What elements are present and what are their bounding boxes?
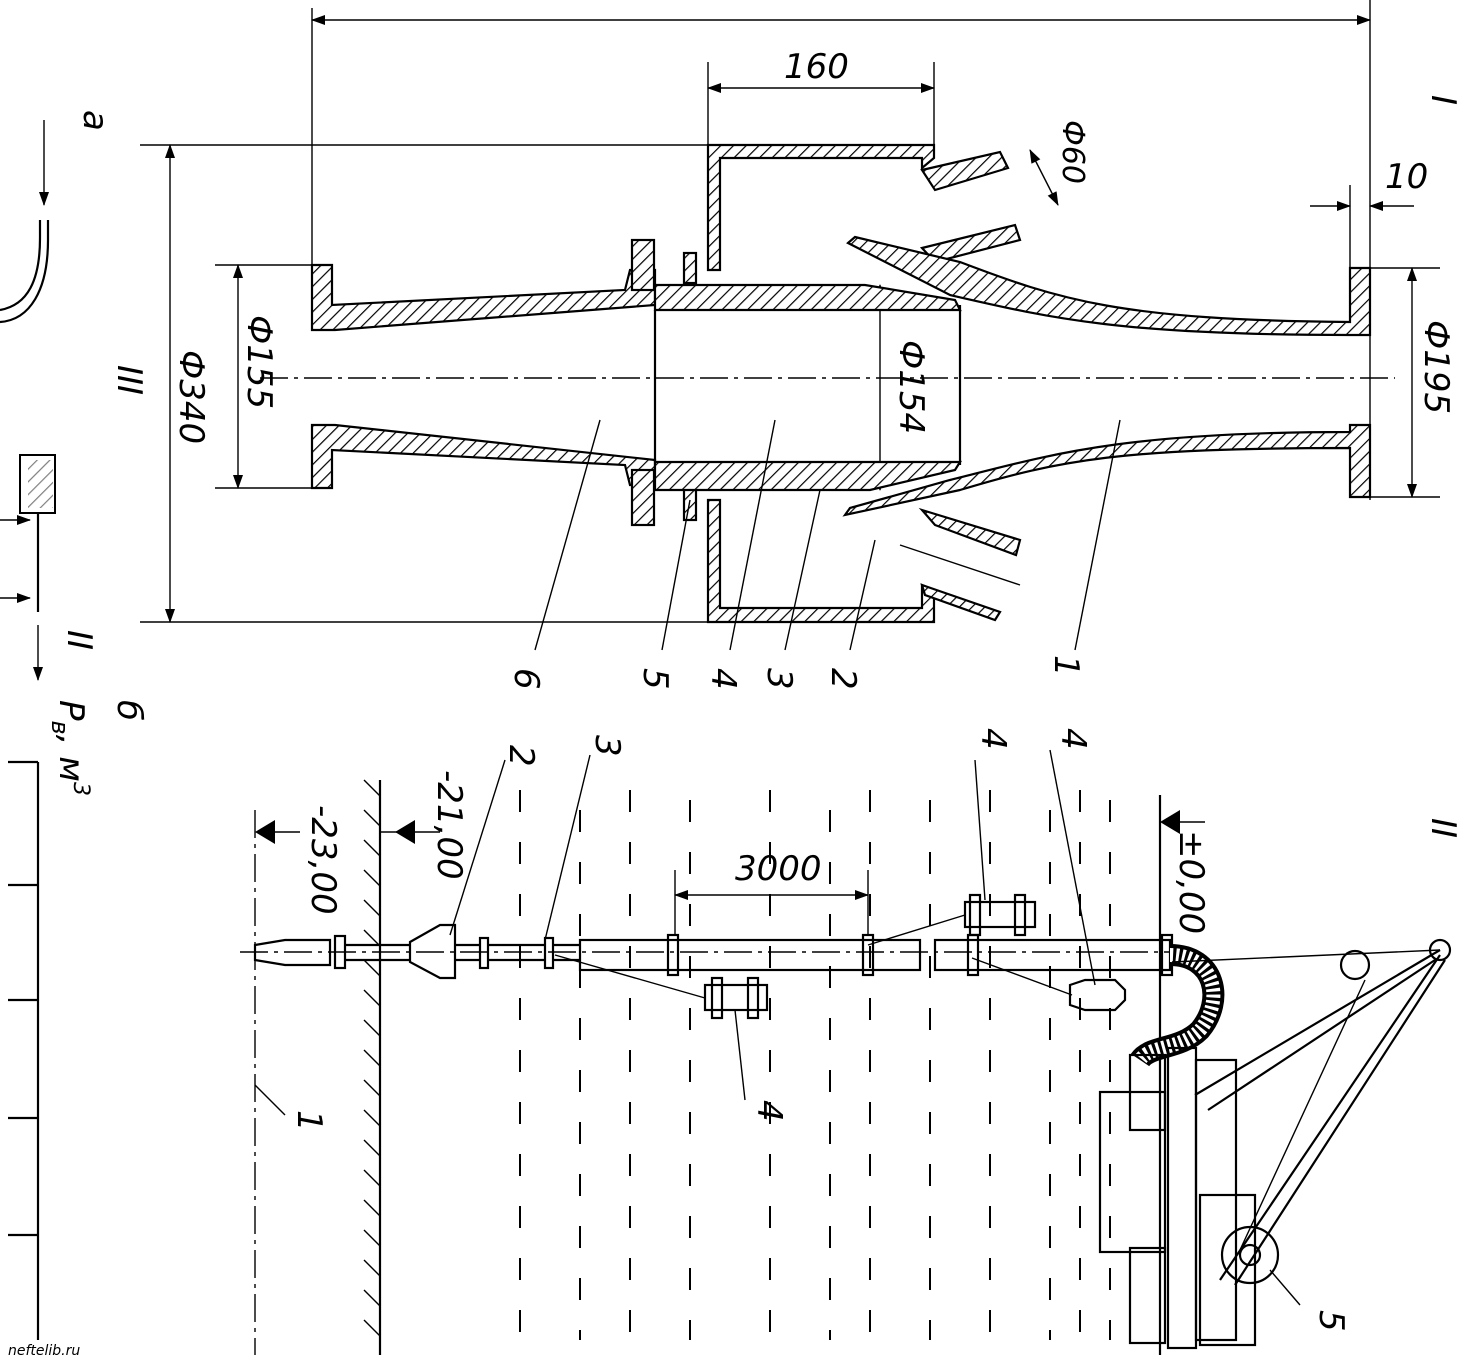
part-b-3-label: 3	[587, 735, 627, 757]
seabed-hatching	[363, 779, 381, 1337]
panel-a-labels: а III II I 160 10 Ф60 Ф155 Ф340 Ф154 Ф19…	[59, 47, 1463, 690]
part-1-nozzle-lower	[842, 423, 1372, 517]
water-hatching	[519, 790, 1111, 1340]
section-II-label: II	[59, 630, 99, 650]
part-4-mixing-tube-upper	[653, 283, 962, 312]
part-2-label: 2	[823, 668, 863, 690]
part-1-nozzle-upper	[846, 235, 1372, 337]
winch-5	[1220, 1225, 1280, 1285]
barge-hull	[1166, 1046, 1198, 1350]
float-4-anchor	[971, 749, 1127, 1012]
part-6-diffuser-upper	[310, 263, 657, 332]
panel-b-labels: б Pв, м3 II -23,00 -21,00 ±0,00 3000 2 3…	[8, 700, 1463, 1359]
svg-text:Pв, м3: Pв, м3	[46, 700, 93, 796]
float-4-lower	[554, 954, 769, 1101]
part-b-4c-label: 4	[1053, 728, 1093, 750]
elevation-minus-23: -23,00	[303, 805, 343, 915]
dimension-phi60: Ф60	[1055, 120, 1090, 184]
dimension-phi154: Ф154	[891, 340, 931, 434]
part-4-label: 4	[703, 668, 743, 690]
panel-a-label: а	[75, 110, 115, 131]
dimension-phi155: Ф155	[239, 315, 279, 409]
part-b-5-label: 5	[1311, 1310, 1351, 1332]
engine-block	[1098, 1090, 1167, 1254]
installation-scheme	[8, 749, 1452, 1355]
suction-head	[253, 938, 332, 967]
elevation-minus-21: -21,00	[429, 770, 469, 880]
part-4-mixing-tube-lower	[653, 460, 962, 492]
pulley-upper	[1339, 949, 1371, 981]
part-b-1-label: 1	[289, 1110, 329, 1132]
part-6-label: 6	[506, 668, 546, 690]
pv-axis-label: Pв, м3	[46, 700, 93, 796]
panel-b-label: б	[109, 700, 149, 721]
ejector-2	[408, 923, 457, 980]
dimension-3000: 3000	[735, 849, 822, 889]
part-6-diffuser-lower	[310, 423, 657, 490]
part-2-chamber-lower	[706, 498, 936, 624]
part-1-label: 1	[1046, 655, 1086, 677]
part-2-chamber-upper	[706, 143, 936, 272]
section-III-label: III	[109, 365, 149, 395]
part-5-label: 5	[635, 668, 675, 690]
part-3-label: 3	[759, 668, 799, 690]
float-4-upper	[867, 759, 1037, 946]
dimension-phi195: Ф195	[1416, 320, 1456, 414]
watermark: neftelib.ru	[8, 1343, 80, 1359]
ejector-section	[0, 0, 1440, 681]
dimension-phi340: Ф340	[171, 350, 211, 444]
dimension-10: 10	[1385, 157, 1428, 197]
section-II-lower-label: II	[1423, 818, 1463, 838]
section-I-label: I	[1423, 95, 1463, 105]
part-b-4b-label: 4	[973, 728, 1013, 750]
part-b-2-label: 2	[501, 745, 541, 767]
pipe-section	[578, 938, 922, 972]
dimension-160: 160	[784, 47, 849, 87]
part-b-4a-label: 4	[749, 1100, 789, 1122]
elevation-zero: ±0,00	[1171, 830, 1211, 934]
dimension-phi60-line	[1029, 149, 1059, 206]
